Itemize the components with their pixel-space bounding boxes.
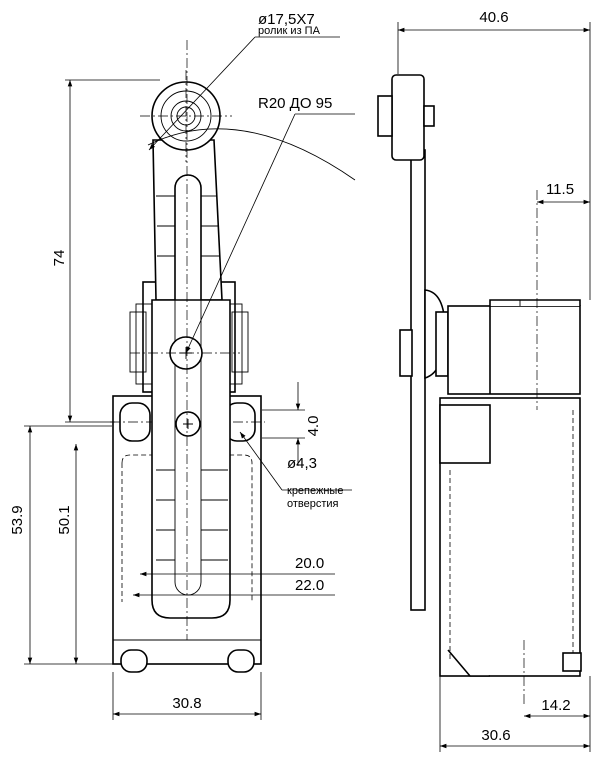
mount-hole-bottom-right — [227, 649, 255, 673]
front-view — [110, 40, 356, 673]
mount-hole-bottom-left — [120, 649, 148, 673]
swing-arc — [147, 128, 356, 181]
slot-inner-label: 20.0 — [295, 555, 324, 572]
side-bottom-offset-label: 14.2 — [541, 697, 570, 714]
base-width-label: 30.8 — [172, 695, 201, 712]
side-body-nut — [439, 404, 491, 464]
overall-height-label: 53.9 — [9, 505, 26, 534]
roller — [140, 70, 232, 162]
lever-notches — [156, 195, 228, 561]
side-view — [377, 74, 582, 705]
body-screw — [175, 411, 201, 437]
side-roller-hub — [377, 95, 393, 137]
side-dimensions — [397, 22, 591, 752]
hole-offset-label: 4.0 — [305, 416, 322, 437]
hole-note-line2: отверстия — [287, 498, 339, 510]
lever-lower — [151, 299, 231, 619]
front-dimensions — [24, 36, 355, 720]
roller-material-label: ролик из ПА — [258, 25, 321, 37]
body-height-label: 50.1 — [56, 505, 73, 534]
side-roller — [391, 74, 425, 161]
hole-note-line1: крепежные — [287, 485, 343, 497]
side-total-width-label: 40.6 — [479, 9, 508, 26]
side-terminal — [562, 652, 582, 672]
side-head — [447, 305, 581, 395]
roller-diameter-label: ø17,5X7 — [258, 11, 315, 28]
side-lever-plate — [410, 149, 426, 611]
total-height-label: 74 — [51, 250, 68, 267]
slot-outer-label: 22.0 — [295, 577, 324, 594]
radius-label: R20 ДО 95 — [258, 95, 332, 112]
hole-diameter-label: ø4,3 — [287, 455, 317, 472]
body-inner-hidden — [121, 454, 253, 602]
side-offset-label: 11.5 — [546, 181, 574, 198]
side-body-width-label: 30.6 — [481, 727, 510, 744]
